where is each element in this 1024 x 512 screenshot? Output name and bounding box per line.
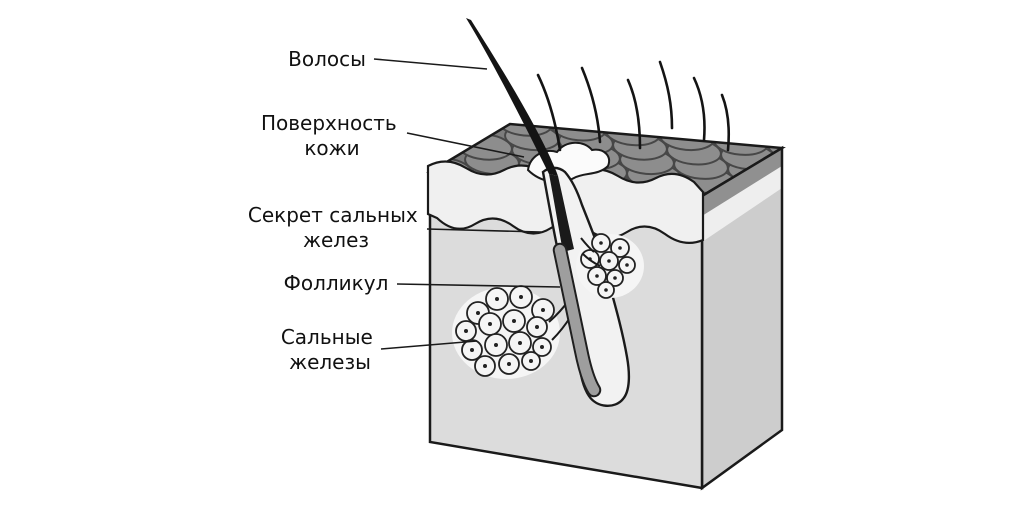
small-hair-icon [692,76,706,142]
small-hair-icon [658,60,674,130]
leader-line-glands [380,340,478,350]
hair-shaft-lower [552,242,602,398]
hair-shaft-in-canal [549,174,574,252]
small-hairs [536,60,731,152]
side-face-epidermis-strip [702,166,782,242]
skin-block [426,18,786,491]
sebaceous-gland-left [452,285,572,379]
labels: Волосы Поверхность кожи Секрет сальных ж… [248,47,424,374]
leader-line-follicle [396,283,561,288]
label-skin-surface: Поверхность кожи [261,111,403,160]
small-hair-icon [626,78,642,150]
small-hair-icon [720,93,731,152]
leader-line-surface [406,132,525,158]
small-hair-icon [536,73,562,152]
sebaceous-gland-right [576,233,644,299]
main-hair [466,18,558,176]
side-face [700,145,784,491]
label-sebum: Секрет сальных желез [248,203,424,252]
label-follicle: Фолликул [284,271,389,295]
side-face-surface-strip [702,148,782,216]
label-hair: Волосы [288,47,366,71]
leader-lines [373,58,561,350]
label-sebaceous-glands: Сальные железы [281,325,379,374]
leader-line-sebum [426,228,542,233]
leader-line-hair [373,58,488,70]
small-hair-icon [580,66,602,144]
